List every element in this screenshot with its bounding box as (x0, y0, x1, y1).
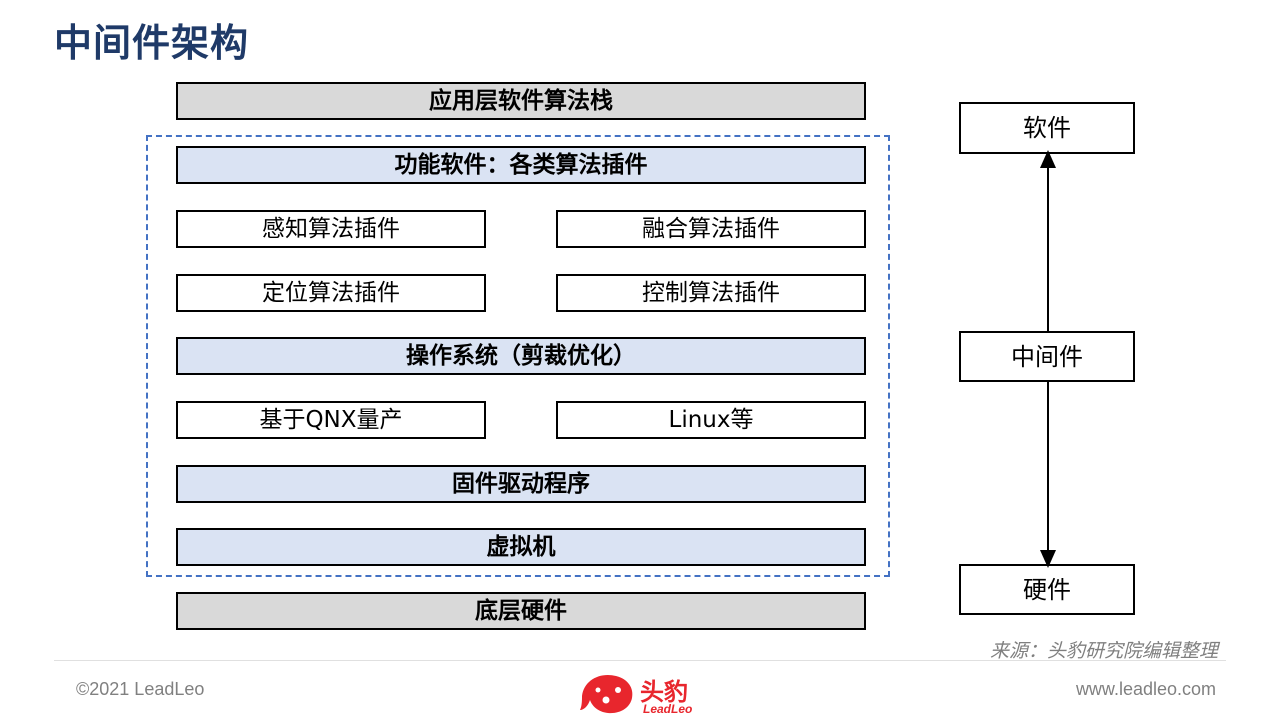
app-layer-box: 应用层软件算法栈 (176, 82, 866, 120)
connector-arrows (1040, 150, 1056, 568)
functional-software-box: 功能软件：各类算法插件 (176, 146, 866, 184)
control-plugin-box: 控制算法插件 (556, 274, 866, 312)
os-box: 操作系统（剪裁优化） (176, 337, 866, 375)
localization-plugin-box: 定位算法插件 (176, 274, 486, 312)
linux-box: Linux等 (556, 401, 866, 439)
logo-cn: 头豹 (640, 678, 688, 706)
perception-plugin-box: 感知算法插件 (176, 210, 486, 248)
vm-box: 虚拟机 (176, 528, 866, 566)
software-box: 软件 (959, 102, 1135, 154)
source-note: 来源：头豹研究院编辑整理 (989, 640, 1218, 662)
hardware-box: 硬件 (959, 564, 1135, 615)
qnx-box: 基于QNX量产 (176, 401, 486, 439)
hardware-layer-box: 底层硬件 (176, 592, 866, 630)
footer-divider (54, 660, 1226, 661)
page-title: 中间件架构 (54, 21, 250, 65)
leopard-logo-icon (580, 674, 633, 714)
fusion-plugin-box: 融合算法插件 (556, 210, 866, 248)
website-link[interactable]: www.leadleo.com (1075, 679, 1216, 699)
firmware-box: 固件驱动程序 (176, 465, 866, 503)
middleware-region (146, 135, 890, 577)
middleware-box: 中间件 (959, 331, 1135, 382)
logo-en: LeadLeo (643, 702, 693, 716)
copyright-text: ©2021 LeadLeo (76, 679, 205, 699)
